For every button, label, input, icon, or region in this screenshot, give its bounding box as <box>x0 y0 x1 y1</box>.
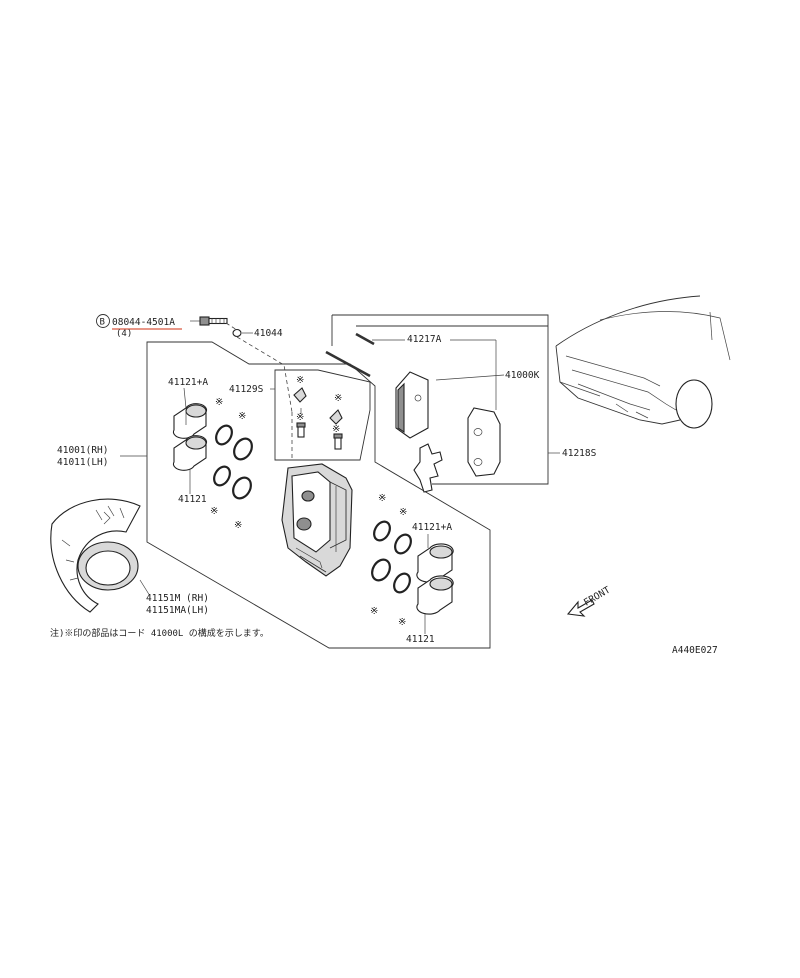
bolt-part-number[interactable]: 08044-4501A <box>112 317 175 328</box>
svg-text:※: ※ <box>334 393 342 404</box>
svg-text:※: ※ <box>234 520 242 531</box>
dust-shield-icon <box>50 498 141 613</box>
svg-text:※: ※ <box>238 411 246 422</box>
caliper-body-icon <box>281 463 353 577</box>
bleeder-screw-icon: ※ ※ <box>329 393 343 450</box>
label-piston-lower-left[interactable]: 41121 <box>178 494 207 505</box>
label-piston-upper-left[interactable]: 41121+A <box>168 377 208 388</box>
piston-icon <box>172 403 208 439</box>
circled-b-icon <box>96 314 110 328</box>
piston-seal-icon <box>394 533 412 555</box>
washer-icon <box>232 328 242 338</box>
car-front-icon <box>555 295 731 429</box>
svg-text:※: ※ <box>399 507 407 518</box>
caliper-assembly-frame <box>146 341 491 649</box>
svg-text:※: ※ <box>210 506 218 517</box>
diagram-code: A440E027 <box>672 645 718 656</box>
dust-boot-icon <box>371 558 391 582</box>
bolt-quantity: (4) <box>116 329 132 339</box>
svg-text:※: ※ <box>296 412 304 423</box>
pad-kit-frame <box>332 314 549 485</box>
label-piston-lower-right[interactable]: 41121 <box>406 634 435 645</box>
bolt-circle-letter: B <box>100 318 105 328</box>
piston-icon <box>416 575 454 615</box>
brake-pad-icon <box>467 407 501 477</box>
front-arrow-icon <box>566 599 595 617</box>
label-pin[interactable]: 41217A <box>407 334 442 345</box>
brake-pad-icon <box>395 371 429 439</box>
label-bolt-kit[interactable]: 41129S <box>229 384 264 395</box>
svg-text:※: ※ <box>370 606 378 617</box>
svg-text:※: ※ <box>378 493 386 504</box>
bolt-kit-box <box>274 369 371 461</box>
label-shield-rh[interactable]: 41151M (RH) <box>146 593 209 604</box>
bleeder-screw-icon: ※ ※ <box>293 375 307 438</box>
svg-text:※: ※ <box>296 375 304 386</box>
piston-icon <box>172 435 208 471</box>
pad-pin-icon <box>325 332 375 378</box>
pad-shim-icon <box>413 443 443 493</box>
label-pad-kit-bracket[interactable]: 41218S <box>562 448 597 459</box>
label-washer[interactable]: 41044 <box>254 328 283 339</box>
svg-text:※: ※ <box>332 424 340 435</box>
note-text: 注)※印の部品はコード 41000L の構成を示します。 <box>50 627 269 639</box>
dust-boot-icon <box>213 465 231 487</box>
dust-boot-icon <box>393 572 411 594</box>
piston-seal-icon <box>215 424 233 446</box>
dust-boot-icon <box>232 476 252 500</box>
label-caliper-lh[interactable]: 41011(LH) <box>57 457 108 468</box>
piston-seal-icon <box>233 437 253 461</box>
bolt-callout: B 08044-4501A (4) <box>96 314 228 339</box>
label-front: FRONT <box>582 585 613 609</box>
label-caliper-rh[interactable]: 41001(RH) <box>57 445 108 456</box>
label-pad-kit[interactable]: 41000K <box>505 370 540 381</box>
svg-text:※: ※ <box>398 617 406 628</box>
washer-41044: 41044 <box>232 328 283 339</box>
bolt-icon <box>199 316 228 326</box>
piston-seal-icon <box>373 520 391 542</box>
label-shield-lh[interactable]: 41151MA(LH) <box>146 605 209 616</box>
svg-text:※: ※ <box>215 397 223 408</box>
piston-icon <box>416 543 454 583</box>
label-piston-upper-right[interactable]: 41121+A <box>412 522 452 533</box>
